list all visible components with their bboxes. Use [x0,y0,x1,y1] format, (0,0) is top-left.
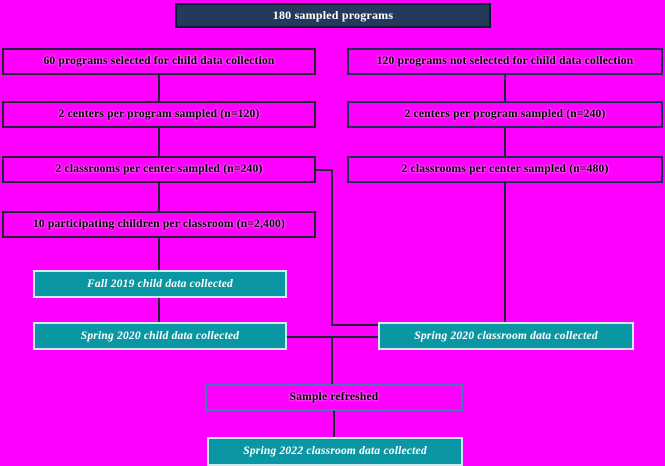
connector-left-2 [158,128,160,156]
flow-node-sampled-programs: 180 sampled programs [175,3,491,28]
connector-to-sample-refreshed [331,337,333,384]
flow-node-sample-refreshed: Sample refreshed [205,384,463,411]
flow-node-centers-sampled-left: 2 centers per program sampled (n=120) [2,101,316,128]
connector-left-1 [158,75,160,101]
flow-node-classrooms-sampled-left: 2 classrooms per center sampled (n=240) [2,156,316,183]
flow-node-spring2022-classroom-data: Spring 2022 classroom data collected [207,437,463,466]
connector-right-2 [504,128,506,156]
connector-left-5 [158,298,160,322]
flow-node-spring2020-classroom-data: Spring 2020 classroom data collected [378,322,634,350]
flow-node-programs-selected: 60 programs selected for child data coll… [2,48,316,75]
connector-elbow-top [316,169,333,171]
flow-node-programs-not-selected: 120 programs not selected for child data… [347,48,663,75]
connector-elbow-vertical [331,169,333,326]
flow-node-spring2020-child-data: Spring 2020 child data collected [33,322,287,350]
connector-left-3 [158,183,160,211]
connector-to-spring2022 [333,411,335,437]
flow-node-participating-children: 10 participating children per classroom … [2,211,316,238]
connector-elbow-bottom [331,324,378,326]
connector-right-3 [504,183,506,322]
flow-node-classrooms-sampled-right: 2 classrooms per center sampled (n=480) [347,156,663,183]
flow-node-centers-sampled-right: 2 centers per program sampled (n=240) [347,101,663,128]
connector-right-1 [504,75,506,101]
flow-node-fall2019-child-data: Fall 2019 child data collected [33,270,287,298]
connector-left-4 [158,238,160,270]
